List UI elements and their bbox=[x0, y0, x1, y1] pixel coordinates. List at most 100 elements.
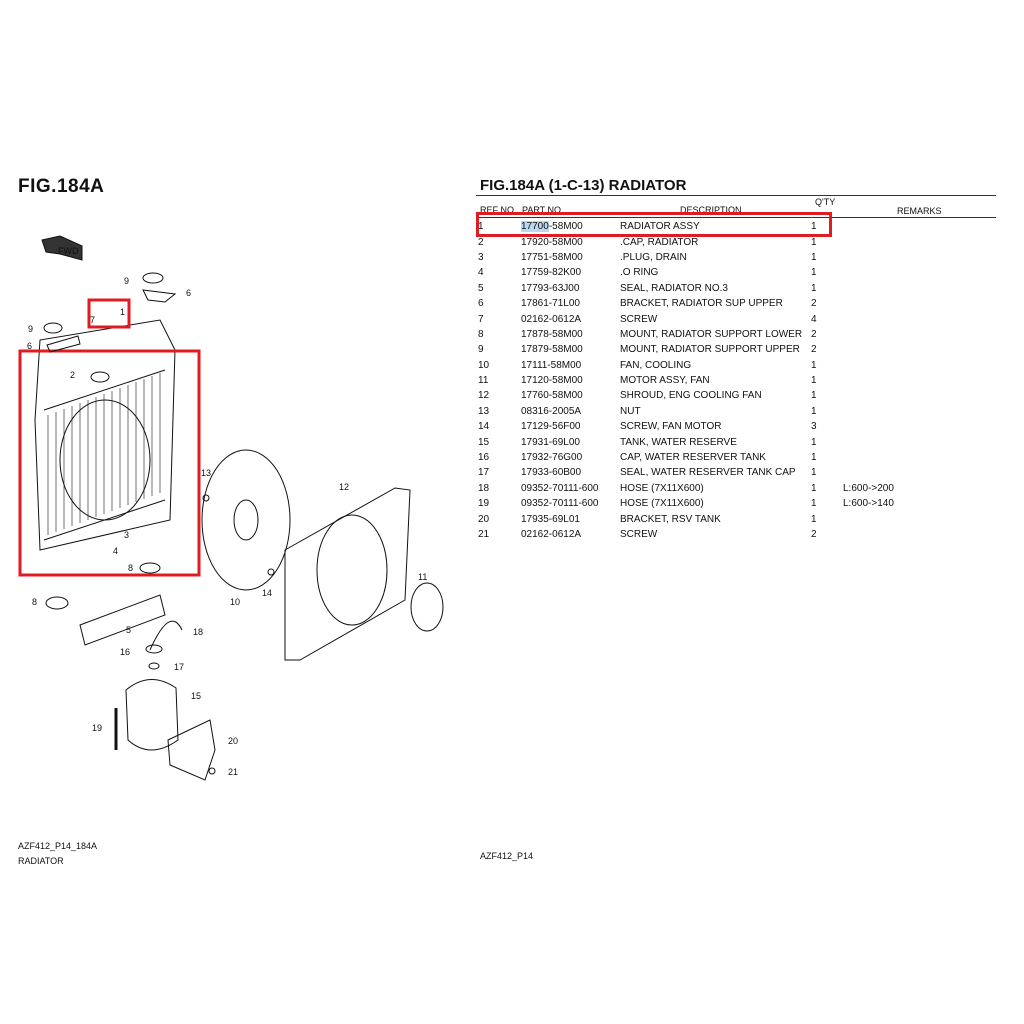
callout-12: 12 bbox=[339, 482, 349, 492]
qty-cell: 1 bbox=[811, 282, 817, 294]
ref-cell: 21 bbox=[478, 529, 490, 540]
ref-cell: 10 bbox=[478, 359, 490, 371]
ref-cell: 17 bbox=[478, 467, 490, 479]
part-no-text: 17932-76G00 bbox=[521, 452, 583, 464]
qty-cell: 1 bbox=[811, 359, 817, 371]
remarks-cell bbox=[843, 511, 998, 526]
part-no-text: 17759-82K00 bbox=[521, 267, 582, 279]
qty-cell: 4 bbox=[811, 313, 817, 325]
part-no-cell: 17129-56F00 bbox=[521, 419, 620, 434]
callout-8b: 8 bbox=[32, 597, 37, 607]
remarks-cell bbox=[843, 358, 998, 373]
callout-14: 14 bbox=[262, 588, 272, 598]
part-no-text: 08316-2005A bbox=[521, 405, 582, 417]
part-no-text: 09352-70111-600 bbox=[521, 482, 599, 494]
header-remarks: REMARKS bbox=[897, 206, 942, 216]
callout-21: 21 bbox=[228, 767, 238, 777]
callout-4: 4 bbox=[113, 546, 118, 556]
part-no-cell: 02162-0612A bbox=[521, 527, 620, 542]
part-no-cell: 17120-58M00 bbox=[521, 373, 620, 388]
description-cell: RADIATOR ASSY bbox=[620, 221, 700, 233]
qty-cell: 1 bbox=[811, 390, 817, 402]
qty-cell: 1 bbox=[811, 452, 817, 464]
callout-10: 10 bbox=[230, 597, 240, 607]
qty-cell: 2 bbox=[811, 529, 817, 540]
highlight-box-row-1 bbox=[476, 212, 832, 237]
description-cell: .O RING bbox=[620, 267, 659, 279]
qty-cell: 1 bbox=[811, 482, 817, 494]
remarks-cell bbox=[843, 388, 998, 403]
callout-6b: 6 bbox=[27, 341, 32, 351]
part-no-text: 02162-0612A bbox=[521, 313, 582, 325]
part-no-text: -58M00 bbox=[548, 221, 583, 233]
callout-15: 15 bbox=[191, 691, 201, 701]
remarks-cell bbox=[843, 342, 998, 357]
remarks-cell bbox=[843, 434, 998, 449]
qty-cell: 1 bbox=[811, 498, 817, 510]
part-no-cell: 09352-70111-600 bbox=[521, 481, 620, 496]
ref-cell: 16 bbox=[478, 452, 490, 464]
part-no-text: 17920-58M00 bbox=[521, 236, 583, 248]
callout-11: 11 bbox=[418, 572, 427, 582]
ref-cell: 1 bbox=[478, 221, 484, 233]
remarks-cell bbox=[843, 250, 998, 265]
part-no-cell: 17935-69L01 bbox=[521, 511, 620, 526]
part-no-text: 02162-0612A bbox=[521, 529, 582, 540]
description-cell: BRACKET, RSV TANK bbox=[620, 513, 721, 525]
ref-cell: 8 bbox=[478, 328, 484, 340]
footer-left-name: RADIATOR bbox=[18, 856, 64, 866]
remarks-cell: L:600->200 bbox=[843, 482, 894, 494]
remarks-cell bbox=[843, 281, 998, 296]
callout-17: 17 bbox=[174, 662, 184, 672]
part-no-text: 17931-69L00 bbox=[521, 436, 580, 448]
footer-left-code: AZF412_P14_184A bbox=[18, 841, 98, 851]
header-bottom-rule bbox=[476, 217, 996, 218]
part-no-cell: 17931-69L00 bbox=[521, 434, 620, 449]
ref-cell: 20 bbox=[478, 513, 490, 525]
callout-6a: 6 bbox=[186, 288, 191, 298]
callout-2: 2 bbox=[70, 370, 75, 380]
description-cell: TANK, WATER RESERVE bbox=[620, 436, 737, 448]
qty-cell: 1 bbox=[811, 221, 817, 233]
part-no-text: 17878-58M00 bbox=[521, 328, 583, 340]
remarks-cell bbox=[843, 311, 998, 326]
qty-cell: 3 bbox=[811, 421, 817, 433]
remarks-cell bbox=[843, 527, 998, 542]
callout-9b: 9 bbox=[28, 324, 33, 334]
description-cell: SEAL, WATER RESERVER TANK CAP bbox=[620, 467, 796, 479]
ref-cell: 12 bbox=[478, 390, 490, 402]
ref-cell: 6 bbox=[478, 298, 484, 310]
header-qty: Q'TY bbox=[815, 197, 836, 207]
remarks-cell bbox=[843, 404, 998, 419]
remarks-cell bbox=[843, 327, 998, 342]
callout-20: 20 bbox=[228, 736, 238, 746]
callout-16: 16 bbox=[120, 647, 130, 657]
part-no-cell: 08316-2005A bbox=[521, 404, 620, 419]
part-no-text: 17935-69L01 bbox=[521, 513, 580, 525]
ref-cell: 4 bbox=[478, 267, 484, 279]
ref-cell: 5 bbox=[478, 282, 484, 294]
remarks-cell bbox=[843, 373, 998, 388]
callout-8a: 8 bbox=[128, 563, 133, 573]
remarks-cell bbox=[843, 219, 998, 234]
part-no-text: 17751-58M00 bbox=[521, 251, 583, 263]
part-no-text: 17129-56F00 bbox=[521, 421, 581, 433]
part-no-text: 17861-71L00 bbox=[521, 298, 580, 310]
ref-cell: 19 bbox=[478, 498, 490, 510]
remarks-cell bbox=[843, 465, 998, 480]
